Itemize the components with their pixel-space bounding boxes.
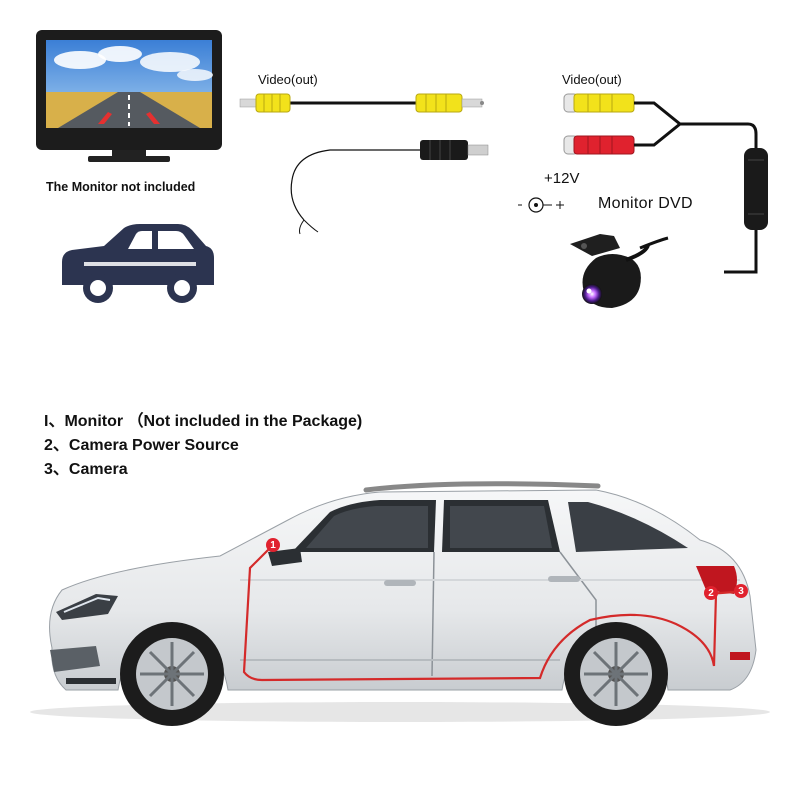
legend-item-power-source: 2、Camera Power Source: [44, 437, 239, 454]
camera-cable-harness: [518, 93, 768, 274]
power-12v-label: +12V: [544, 170, 580, 187]
monitor-icon: [36, 30, 222, 162]
monitor-dvd-label: Monitor DVD: [598, 195, 693, 212]
camera-icon: [570, 234, 669, 308]
car-icon: [62, 224, 214, 303]
marker-3-camera: 3: [734, 584, 748, 598]
monitor-not-included-note: The Monitor not included: [46, 180, 196, 194]
suv-photo: [30, 481, 770, 726]
video-out-label-left: Video(out): [258, 72, 318, 87]
rca-extension-cable: [239, 93, 489, 235]
marker-2-power-source: 2: [704, 586, 718, 600]
video-out-label-right: Video(out): [562, 72, 622, 87]
marker-1-monitor: 1: [266, 538, 280, 552]
legend-item-camera: 3、Camera: [44, 461, 128, 478]
legend-item-monitor: I、Monitor （Not included in the Package): [44, 413, 363, 430]
